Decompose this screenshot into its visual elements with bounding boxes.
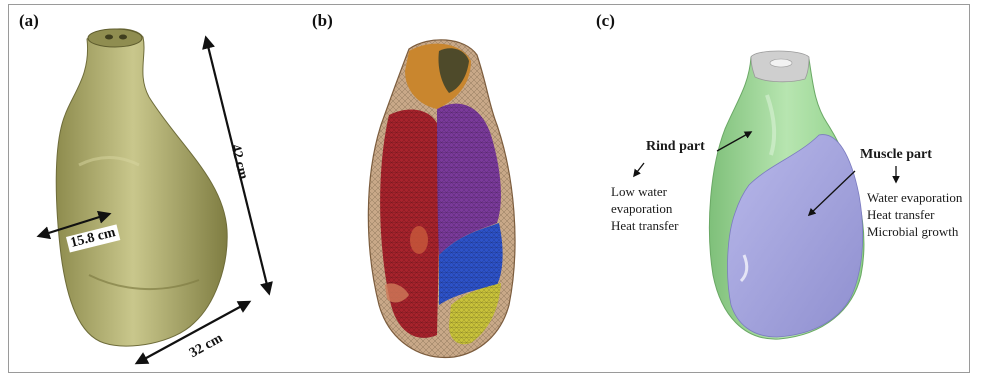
ham-surface-a bbox=[56, 29, 227, 346]
ham-parts-panel-c bbox=[709, 51, 863, 339]
rind-line-3: Heat transfer bbox=[611, 217, 679, 234]
muscle-part-title: Muscle part bbox=[860, 146, 932, 163]
panel-a-label: (a) bbox=[19, 11, 39, 31]
rind-line-2: evaporation bbox=[611, 200, 672, 217]
ham-mesh-panel-b bbox=[368, 40, 515, 358]
muscle-line-3: Microbial growth bbox=[867, 223, 958, 240]
rind-line-1: Low water bbox=[611, 183, 667, 200]
rind-part-title: Rind part bbox=[646, 138, 705, 155]
ham-geometry-panel-a bbox=[56, 29, 227, 346]
figure-frame: (a) (b) (c) 15.8 cm 42 cm 32 cm Rind par… bbox=[8, 4, 970, 373]
muscle-line-1: Water evaporation bbox=[867, 189, 962, 206]
muscle-line-2: Heat transfer bbox=[867, 206, 935, 223]
figure-graphics bbox=[9, 5, 971, 374]
panel-b-label: (b) bbox=[312, 11, 333, 31]
panel-c-label: (c) bbox=[596, 11, 615, 31]
rind-effect-arrow bbox=[634, 163, 644, 176]
ham-bone-end-a bbox=[88, 29, 142, 47]
